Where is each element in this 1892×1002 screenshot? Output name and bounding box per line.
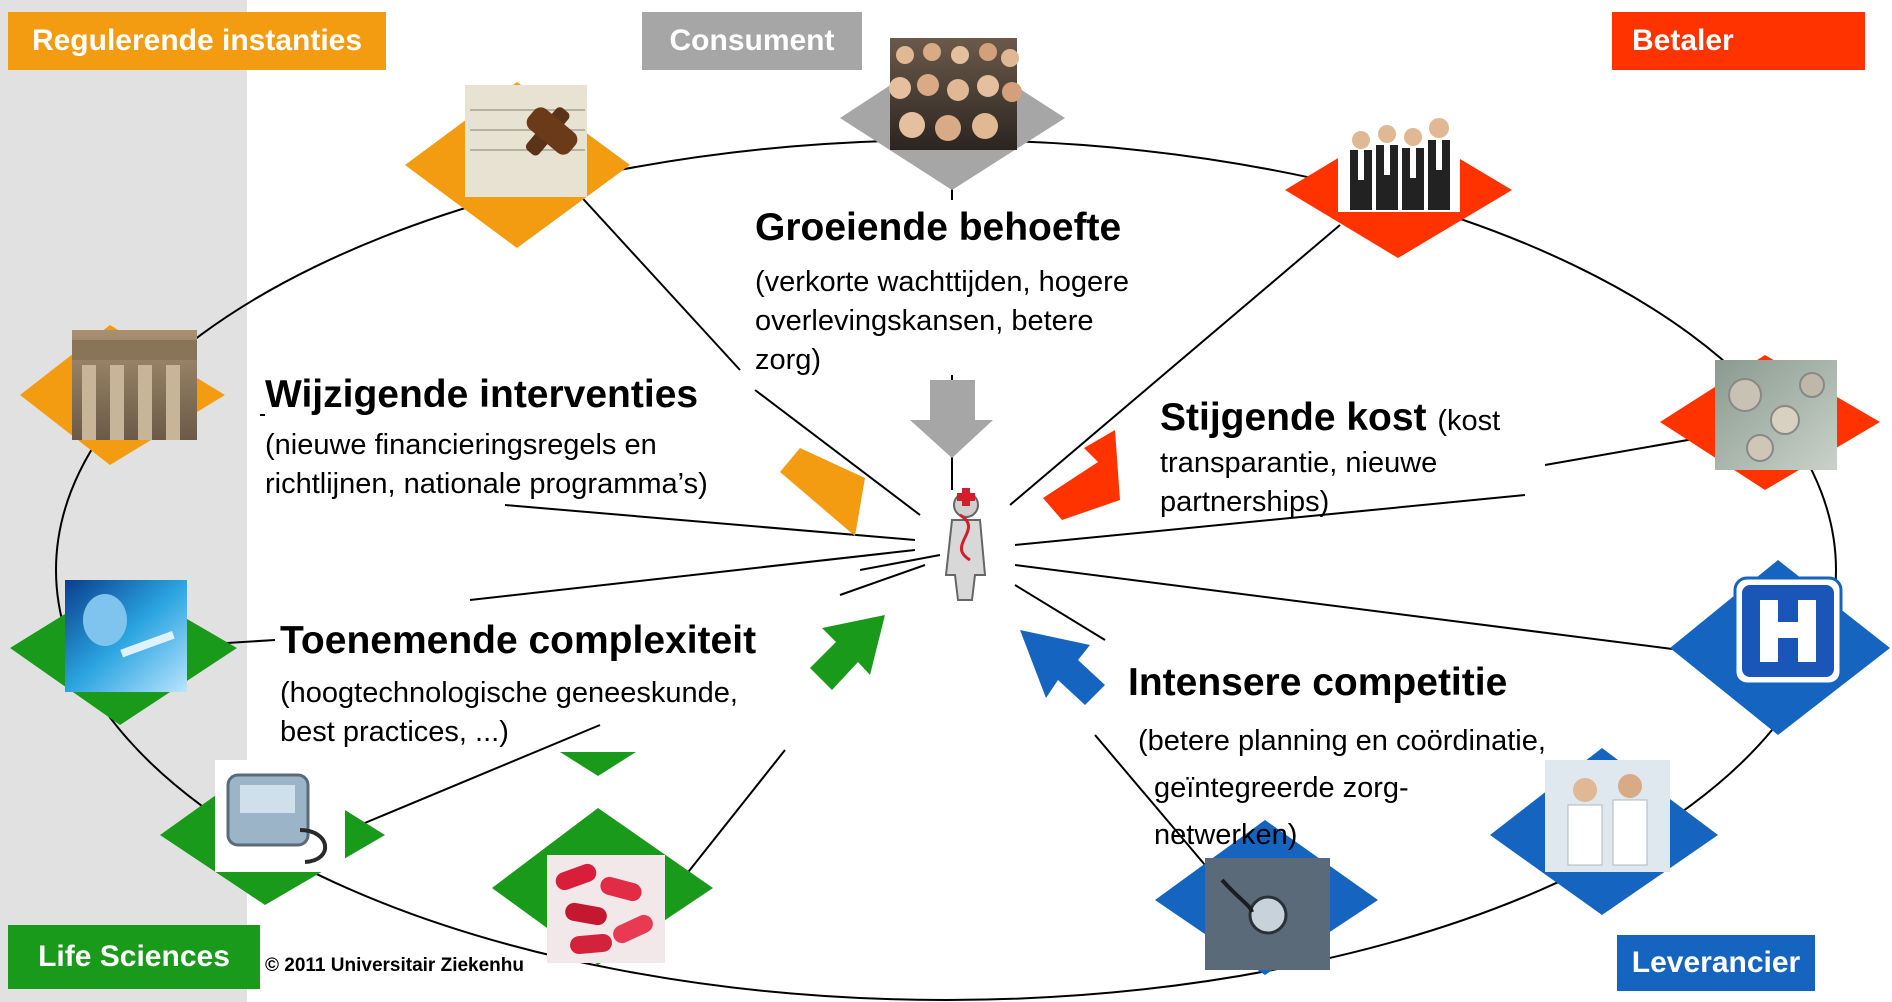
desc-line: (hoogtechnologische geneeskunde, — [280, 677, 738, 709]
factor-rising-cost: Stijgende kost (kost transparantie, nieu… — [1160, 395, 1500, 522]
arrow-interventions — [780, 448, 865, 536]
desc-line: geïntegreerde zorg- — [1154, 772, 1409, 804]
node-stethoscope — [1155, 820, 1378, 975]
arrow-growing-need — [910, 380, 993, 458]
desc-line: partnerships) — [1160, 486, 1330, 518]
factor-title: Stijgende kost — [1160, 396, 1427, 439]
factor-desc: (betere planning en coördinatie, geïnteg… — [1128, 718, 1546, 859]
label-supplier: Leverancier — [1617, 935, 1815, 991]
node-money — [1660, 355, 1880, 490]
desc-line: overlevingskansen, betere — [755, 305, 1094, 337]
factor-title: Intensere competitie — [1128, 661, 1508, 704]
factor-title: Wijzigende interventies — [265, 373, 699, 416]
copyright-notice: © 2011 Universitair Ziekenhu — [265, 955, 525, 976]
node-lab-scientist — [10, 580, 237, 725]
node-business-team — [1285, 112, 1512, 258]
node-pills — [492, 808, 713, 965]
arrow-complexity — [810, 615, 885, 690]
label-payer: Betaler — [1612, 12, 1865, 70]
node-doctors — [1490, 748, 1718, 915]
factor-desc: (nieuwe financieringsregels en richtlijn… — [265, 426, 708, 504]
factor-growing-need: Groeiende behoefte (verkorte wachttijden… — [755, 205, 1129, 380]
patient-caduceus-icon — [944, 488, 987, 601]
desc-line: best practices, ...) — [280, 716, 509, 748]
desc-line: netwerken) — [1154, 819, 1298, 851]
factor-changing-interventions: Wijzigende interventies (nieuwe financie… — [265, 372, 708, 504]
connector-lines — [194, 185, 1746, 896]
node-hospital — [1670, 560, 1890, 735]
desc-line: (nieuwe financieringsregels en — [265, 429, 657, 461]
desc-line: zorg) — [755, 344, 822, 376]
label-life-sciences: Life Sciences — [8, 925, 260, 989]
factor-intense-competition: Intensere competitie (betere planning en… — [1128, 660, 1546, 859]
green-marker — [560, 752, 636, 776]
arrow-rising-cost — [1043, 430, 1120, 520]
arrow-competition — [1020, 630, 1105, 705]
factor-title: Toenemende complexiteit — [280, 619, 757, 662]
label-consumer: Consument — [642, 12, 862, 70]
factor-inline: (kost — [1437, 405, 1501, 437]
desc-line: richtlijnen, nationale programma’s) — [265, 468, 708, 500]
label-regulators: Regulerende instanties — [8, 12, 386, 70]
desc-line: (betere planning en coördinatie, — [1138, 725, 1546, 757]
factor-title: Groeiende behoefte — [755, 206, 1122, 249]
desc-line: transparantie, nieuwe — [1160, 447, 1438, 479]
factor-desc: (verkorte wachttijden, hogere overleving… — [755, 263, 1129, 380]
node-crowd — [840, 38, 1065, 190]
factor-title-row: Stijgende kost (kost — [1160, 395, 1500, 444]
node-medical-device — [160, 760, 385, 905]
desc-line: (verkorte wachttijden, hogere — [755, 266, 1129, 298]
node-courthouse — [20, 325, 225, 465]
node-gavel — [405, 82, 630, 248]
factor-desc: (hoogtechnologische geneeskunde, best pr… — [280, 674, 756, 752]
factor-increasing-complexity: Toenemende complexiteit (hoogtechnologis… — [280, 618, 756, 752]
factor-desc: transparantie, nieuwe partnerships) — [1160, 444, 1500, 522]
